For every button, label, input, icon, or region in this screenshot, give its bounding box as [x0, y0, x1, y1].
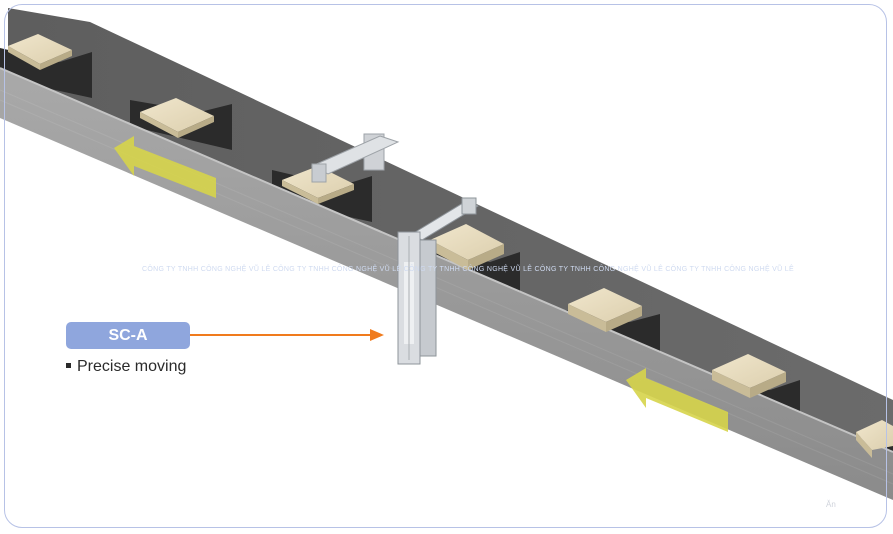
box	[430, 224, 504, 270]
square-bullet-icon	[66, 362, 71, 368]
box	[568, 288, 642, 332]
sc-a-label: SC-A	[66, 322, 190, 349]
conveyor-pocket	[0, 48, 92, 98]
box	[140, 98, 214, 138]
sc-a-actuator	[397, 197, 479, 365]
feature-bullet: Precise moving	[66, 358, 186, 376]
left-arrow-icon	[626, 368, 728, 432]
feature-text: Precise moving	[77, 358, 187, 375]
box	[712, 354, 786, 398]
right-arrow-icon	[190, 329, 384, 341]
box	[8, 34, 72, 70]
box	[856, 420, 893, 458]
direction-arrows	[114, 136, 728, 432]
left-arrow-icon	[114, 136, 216, 198]
product-boxes	[8, 34, 893, 458]
watermark-text: CÔNG TY TNHH CÔNG NGHỆ VŨ LÊ CÔNG TY TNH…	[142, 266, 794, 273]
gantry-back	[310, 133, 400, 183]
conveyor-side-wall	[0, 68, 893, 500]
corner-mark: Ăn	[826, 500, 836, 509]
